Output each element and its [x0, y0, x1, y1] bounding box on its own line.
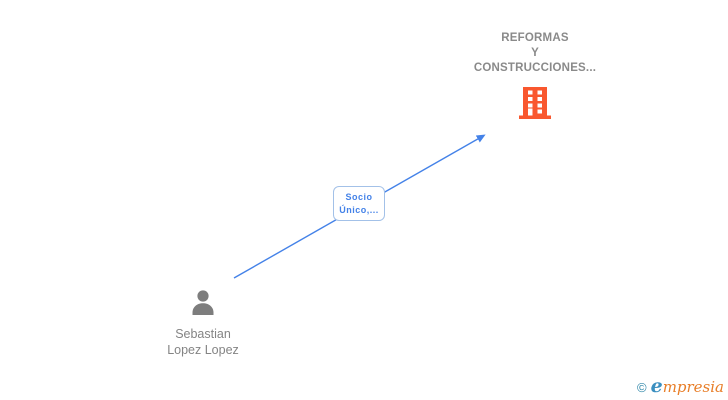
- brand-first-letter: e: [650, 375, 663, 397]
- person-icon: [190, 290, 216, 319]
- empresia-logo[interactable]: © empresia: [637, 375, 724, 397]
- brand-wordmark: empresia: [651, 375, 724, 397]
- company-name-line: Y: [531, 47, 539, 59]
- company-node[interactable]: REFORMAS Y CONSTRUCCIONES...: [465, 31, 605, 124]
- company-name: REFORMAS Y CONSTRUCCIONES...: [465, 31, 605, 76]
- person-name-line: Sebastian: [175, 327, 231, 341]
- person-name: Sebastian Lopez Lopez: [143, 326, 263, 358]
- brand-rest: mpresia: [662, 378, 724, 396]
- person-node[interactable]: Sebastian Lopez Lopez: [143, 289, 263, 358]
- relationship-label-line: Único,...: [339, 204, 379, 215]
- building-icon: [465, 87, 605, 124]
- company-name-line: REFORMAS: [501, 32, 569, 44]
- relationship-label-line: Socio: [345, 191, 373, 202]
- copyright-icon: ©: [637, 380, 647, 395]
- company-name-line: CONSTRUCCIONES...: [473, 62, 597, 74]
- person-name-line: Lopez Lopez: [167, 343, 239, 357]
- relationship-label[interactable]: Socio Único,...: [333, 186, 385, 221]
